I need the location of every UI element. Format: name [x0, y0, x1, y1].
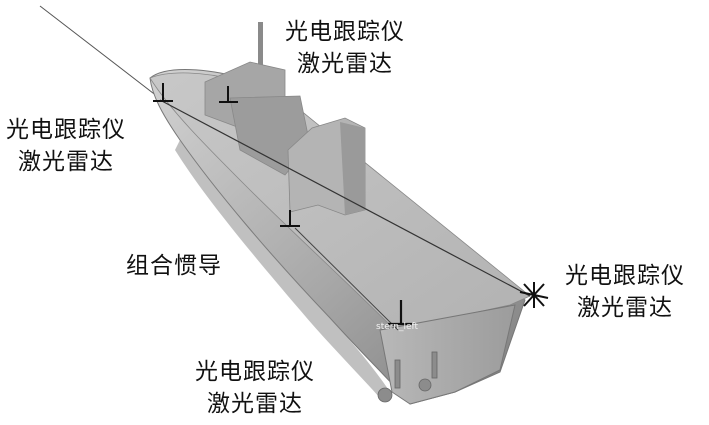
label-left: 光电跟踪仪 激光雷达: [6, 114, 126, 178]
label-top-right: 光电跟踪仪 激光雷达: [285, 16, 405, 80]
label-top-right-line1: 光电跟踪仪: [285, 16, 405, 48]
label-bottom-line2: 激光雷达: [195, 388, 315, 420]
label-stern-right: 光电跟踪仪 激光雷达: [565, 260, 685, 324]
label-bottom: 光电跟踪仪 激光雷达: [195, 356, 315, 420]
label-top-right-line2: 激光雷达: [285, 48, 405, 80]
label-center-line1: 组合惯导: [126, 250, 222, 282]
label-center: 组合惯导: [126, 250, 222, 282]
stern-left-tag: stern_left: [376, 322, 418, 332]
label-bottom-line1: 光电跟踪仪: [195, 356, 315, 388]
label-stern-right-line1: 光电跟踪仪: [565, 260, 685, 292]
label-left-line1: 光电跟踪仪: [6, 114, 126, 146]
ship-mast: [258, 22, 263, 70]
label-left-line2: 激光雷达: [6, 146, 126, 178]
label-stern-right-line2: 激光雷达: [565, 292, 685, 324]
reference-line: [40, 6, 162, 100]
